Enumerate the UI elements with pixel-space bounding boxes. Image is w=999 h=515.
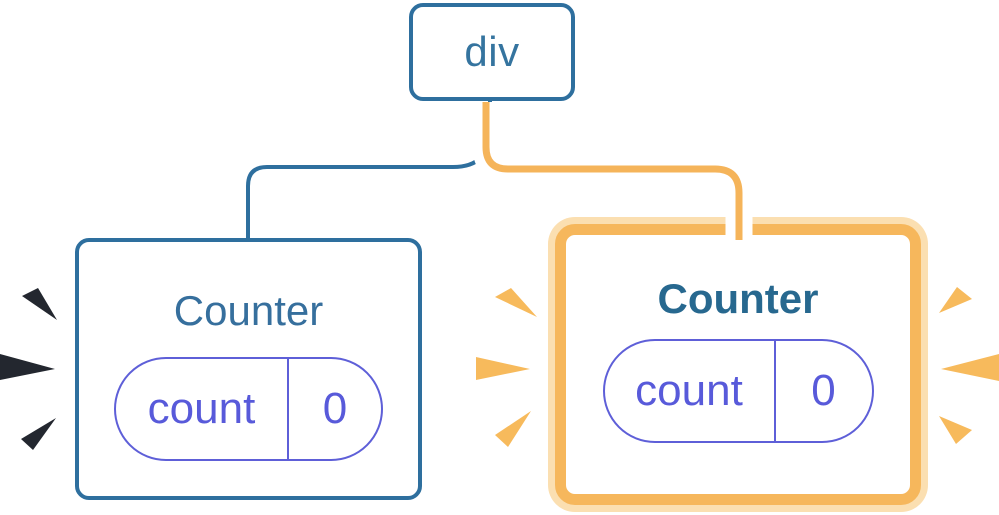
burst-marks-middle-icon (476, 288, 537, 447)
counter-title-left: Counter (173, 287, 324, 334)
root-node-label: div (464, 28, 520, 75)
counter-card-right: Counter count 0 (555, 224, 921, 505)
counter-title-right: Counter (657, 275, 819, 322)
burst-marks-right-icon (939, 287, 999, 444)
state-key-left: count (116, 359, 289, 459)
state-value-right: 0 (811, 366, 836, 415)
burst-marks-left-icon (0, 288, 57, 450)
state-value-left: 0 (322, 384, 348, 433)
connector-left-edge (246, 101, 492, 245)
state-pill-right: count 0 (602, 339, 874, 443)
state-key-right: count (605, 341, 776, 441)
root-node-div: div (409, 3, 575, 101)
connector-right-edge (482, 102, 743, 240)
connector-right-casing (472, 102, 753, 243)
state-pill-left: count 0 (114, 357, 383, 461)
counter-card-left: Counter count 0 (75, 238, 422, 500)
